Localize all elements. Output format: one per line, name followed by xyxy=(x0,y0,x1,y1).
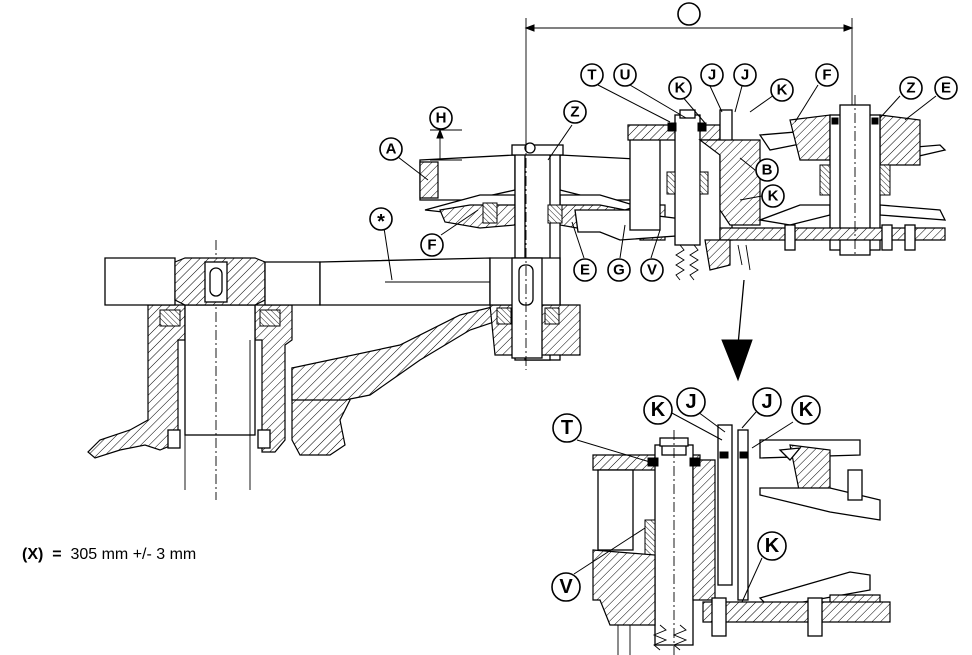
callout-k-mid: K xyxy=(761,184,785,208)
callout-x xyxy=(677,2,701,26)
svg-text:B: B xyxy=(762,162,773,179)
svg-text:A: A xyxy=(386,141,397,158)
svg-text:K: K xyxy=(799,399,814,421)
callout-detail-k-right: K xyxy=(791,395,821,425)
svg-text:K: K xyxy=(777,82,788,99)
svg-text:E: E xyxy=(941,80,951,97)
svg-text:K: K xyxy=(768,188,779,205)
callout-detail-j-right: J xyxy=(752,387,782,417)
callout-f-left: F xyxy=(420,233,444,257)
caption-value: 305 mm +/- 3 mm xyxy=(70,546,197,563)
detail-view xyxy=(592,424,891,655)
drive-belt xyxy=(319,257,500,306)
svg-text:K: K xyxy=(675,80,686,97)
callout-v: V xyxy=(640,258,664,282)
svg-text:*: * xyxy=(377,211,385,233)
svg-text:V: V xyxy=(559,576,573,598)
callout-e-left: E xyxy=(573,258,597,282)
lower-pulley xyxy=(104,257,321,306)
svg-text:K: K xyxy=(765,535,780,557)
callout-k-top-right: K xyxy=(770,78,794,102)
callout-detail-t: T xyxy=(552,413,582,443)
svg-text:T: T xyxy=(561,417,573,439)
callout-b: B xyxy=(755,158,779,182)
svg-text:U: U xyxy=(620,67,631,84)
svg-text:H: H xyxy=(436,110,447,127)
callout-detail-k-bottom: K xyxy=(757,531,787,561)
svg-text:G: G xyxy=(613,262,625,279)
primary-pulley xyxy=(419,140,666,370)
callout-j-left: J xyxy=(700,63,724,87)
callout-detail-k-left: K xyxy=(643,395,673,425)
callout-detail-j-left: J xyxy=(676,387,706,417)
svg-text:F: F xyxy=(427,237,436,254)
caption-equals: = xyxy=(52,546,62,563)
callout-k-top-left: K xyxy=(668,76,692,100)
callout-u: U xyxy=(613,63,637,87)
callout-a: A xyxy=(379,137,403,161)
callout-star: * xyxy=(369,207,393,233)
callout-h: H xyxy=(429,106,453,130)
callout-z-right: Z xyxy=(899,76,923,100)
secondary-pulley xyxy=(698,95,947,271)
svg-text:E: E xyxy=(580,262,590,279)
callout-t: T xyxy=(580,63,604,87)
callout-j-right: J xyxy=(733,63,757,87)
svg-text:K: K xyxy=(651,399,666,421)
detail-arrow xyxy=(721,279,753,382)
svg-text:J: J xyxy=(708,67,716,84)
leader-lines xyxy=(383,84,937,603)
svg-text:T: T xyxy=(587,67,596,84)
callout-detail-v: V xyxy=(551,572,581,602)
svg-text:J: J xyxy=(761,391,772,413)
svg-text:J: J xyxy=(741,67,749,84)
svg-text:V: V xyxy=(647,262,657,279)
svg-text:Z: Z xyxy=(906,80,915,97)
gearbox-housing xyxy=(87,240,501,500)
callout-e-right: E xyxy=(934,76,958,100)
callout-f-right: F xyxy=(815,63,839,87)
dimension-h xyxy=(430,128,462,161)
caption-label: (X) xyxy=(22,546,44,563)
callout-z: Z xyxy=(563,100,587,124)
spring-stack xyxy=(627,109,721,281)
svg-text:Z: Z xyxy=(570,104,579,121)
svg-text:J: J xyxy=(685,391,696,413)
callout-g: G xyxy=(607,258,631,282)
dimension-caption: (X) = 305 mm +/- 3 mm xyxy=(22,546,196,564)
svg-text:F: F xyxy=(822,67,831,84)
